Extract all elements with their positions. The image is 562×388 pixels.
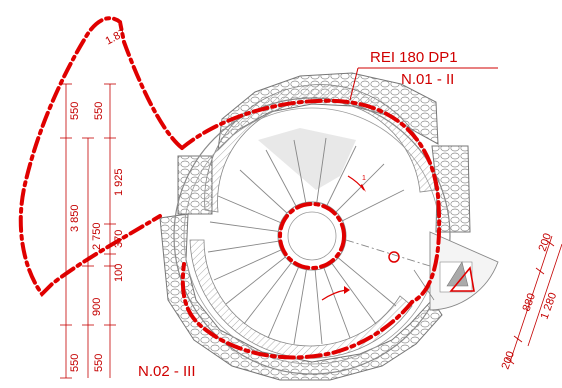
dim-b-1: 2 750: [91, 222, 103, 250]
dimension-chain-c: [104, 83, 116, 378]
dim-c-1: 550: [93, 102, 105, 120]
dim-a-2: 3 850: [69, 204, 81, 232]
direction-arrow-top: 1: [347, 175, 366, 192]
dim-a-1: 550: [69, 102, 81, 120]
fire-rating-callout: REI 180 DP1 N.01 - II: [349, 49, 498, 101]
door: [429, 231, 499, 311]
structural-ring: [189, 84, 436, 359]
dim-c-3: 370: [113, 230, 125, 248]
dim-right-4: 200: [500, 350, 518, 371]
fire-boundary: [18, 16, 442, 360]
dimension-chain-a: [60, 83, 72, 379]
dim-right-1: 200: [537, 232, 555, 253]
dim-right-3: 1 280: [539, 291, 560, 321]
stone-wall: [159, 72, 471, 381]
level-bottom-label: N.02 - III: [138, 363, 196, 380]
dim-c-4: 100: [113, 264, 125, 282]
dim-right-2: 880: [521, 292, 539, 313]
level-top-label: N.01 - II: [401, 71, 454, 88]
dim-c-5: 550: [93, 354, 105, 372]
outer-ring: [173, 97, 451, 375]
dimension-chain-right: [505, 235, 562, 365]
axis-marker: [345, 239, 435, 301]
dim-b-2: 900: [91, 298, 103, 316]
dimension-chain-b: [82, 137, 94, 378]
newel-inner: [287, 211, 337, 261]
step-mark: 1: [362, 175, 366, 182]
landing-shade: [258, 128, 356, 190]
dim-a-3: 550: [69, 354, 81, 372]
dim-c-2: 1 925: [113, 168, 125, 196]
fire-rating-label: REI 180 DP1: [370, 49, 458, 66]
direction-arrow-bottom: [321, 286, 350, 301]
